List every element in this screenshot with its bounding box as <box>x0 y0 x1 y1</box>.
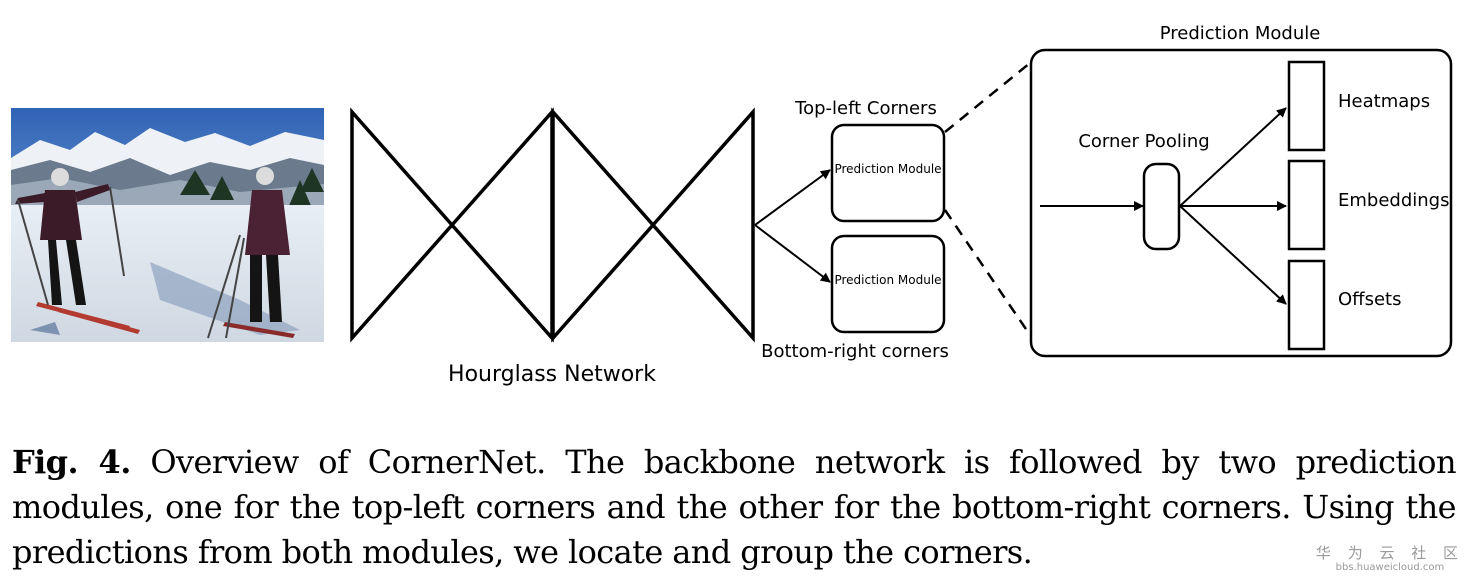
bottom-right-prediction-module <box>830 234 946 334</box>
watermark-name: 华 为 云 社 区 <box>1315 544 1464 562</box>
offsets-block <box>1287 259 1326 351</box>
hourglass-module-1 <box>350 107 455 343</box>
hourglass-module-2 <box>551 107 656 343</box>
figure-caption: Fig. 4. Overview of CornerNet. The backb… <box>12 440 1457 575</box>
top-left-corners-label: Top-left Corners <box>794 98 937 119</box>
embeddings-label: Embeddings <box>1338 190 1449 211</box>
offsets-label: Offsets <box>1338 289 1401 310</box>
bottom-right-module-label: Prediction Module <box>834 273 941 287</box>
input-photo <box>11 108 324 342</box>
arrow-to-top-left-module <box>754 169 831 226</box>
cornernet-diagram: Hourglass Network Top-left Corners Predi… <box>11 23 1453 387</box>
watermark: 华 为 云 社 区 bbs.huaweicloud.com <box>1316 544 1464 574</box>
zoom-line-top <box>944 62 1031 133</box>
hourglass-network <box>350 107 755 343</box>
arrow-to-bottom-right-module <box>754 224 831 283</box>
bottom-right-corners-label: Bottom-right corners <box>761 341 949 362</box>
embeddings-block <box>1287 159 1326 251</box>
corner-pooling-block <box>1142 162 1181 251</box>
heatmaps-label: Heatmaps <box>1338 91 1430 112</box>
hourglass-module-2-upsample <box>650 107 755 343</box>
top-left-module-label: Prediction Module <box>834 162 941 176</box>
zoom-line-bottom <box>943 209 1032 336</box>
corner-pooling-label: Corner Pooling <box>1078 131 1209 152</box>
arrow-to-offsets <box>1179 205 1287 305</box>
heatmaps-block <box>1287 60 1326 152</box>
arrow-to-heatmaps <box>1179 107 1287 207</box>
detail-prediction-module <box>1029 48 1453 358</box>
figure-label: Fig. 4. <box>12 443 131 481</box>
top-left-prediction-module <box>830 123 946 223</box>
detail-module-title: Prediction Module <box>1160 23 1321 44</box>
hourglass-module-1-upsample <box>449 107 554 343</box>
hourglass-label: Hourglass Network <box>448 362 656 387</box>
watermark-url: bbs.huaweicloud.com <box>1335 562 1445 573</box>
caption-text: Overview of CornerNet. The backbone netw… <box>12 443 1457 571</box>
